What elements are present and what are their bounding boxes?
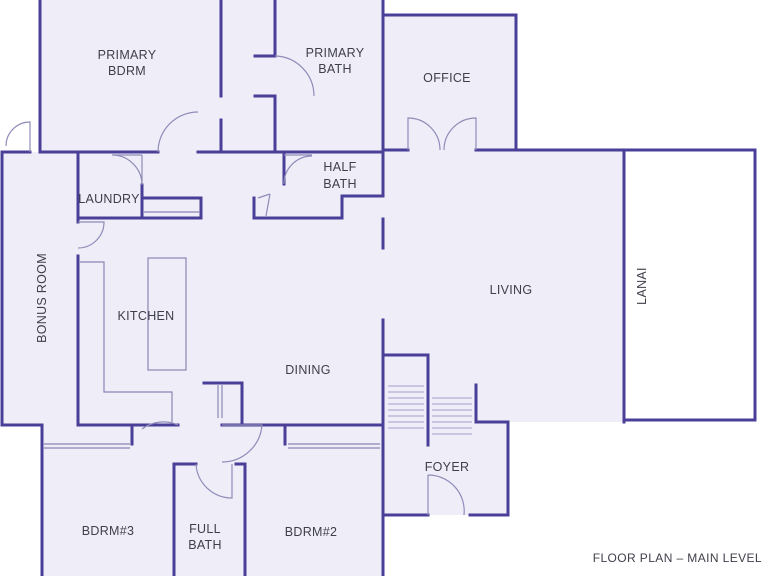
full-bath-label-line1: FULL: [189, 522, 221, 536]
door-swing: [407, 117, 441, 151]
doors: [5, 55, 477, 516]
primary-bdrm-label-line2: BDRM: [108, 64, 146, 78]
primary-bath-label: PRIMARY BATH: [306, 46, 365, 76]
lanai-area: [625, 151, 755, 420]
full-bath-label-line2: BATH: [188, 538, 222, 552]
door-swing: [77, 221, 105, 249]
fixtures: [44, 211, 380, 449]
door-swing: [221, 424, 263, 463]
door-swing: [257, 193, 271, 217]
primary-bdrm-label-line1: PRIMARY: [98, 48, 157, 62]
plan-caption: FLOOR PLAN – MAIN LEVEL: [593, 551, 762, 565]
bdrm3-label: BDRM#3: [82, 524, 135, 538]
dining-label: DINING: [285, 363, 331, 377]
stairs: [388, 385, 472, 435]
kitchen-label: KITCHEN: [118, 309, 175, 323]
laundry-label: LAUNDRY: [78, 192, 140, 206]
kitchen-island: [147, 257, 187, 371]
full-bath-label: FULL BATH: [188, 522, 222, 552]
primary-bdrm-label: PRIMARY BDRM: [98, 48, 157, 78]
door-swing: [141, 421, 179, 430]
door-swing: [427, 474, 465, 516]
door-swing: [283, 154, 313, 185]
foyer-label: FOYER: [425, 460, 470, 474]
door-swing: [274, 55, 315, 97]
half-bath-label-line2: BATH: [323, 177, 357, 191]
office-label: OFFICE: [423, 71, 471, 85]
bonus-room-label: BONUS ROOM: [35, 253, 49, 343]
door-swing: [157, 111, 199, 153]
door-swing: [443, 117, 477, 151]
half-bath-label-line1: HALF: [323, 160, 356, 174]
living-label: LIVING: [490, 283, 533, 297]
door-swing: [111, 154, 143, 186]
door-swing: [195, 463, 233, 499]
primary-bath-label-line1: PRIMARY: [306, 46, 365, 60]
half-bath-label: HALF BATH: [323, 160, 357, 191]
bdrm2-label: BDRM#2: [285, 525, 338, 539]
door-swing: [5, 121, 31, 152]
primary-bath-label-line2: BATH: [318, 62, 352, 76]
lanai-label: LANAI: [635, 267, 649, 305]
